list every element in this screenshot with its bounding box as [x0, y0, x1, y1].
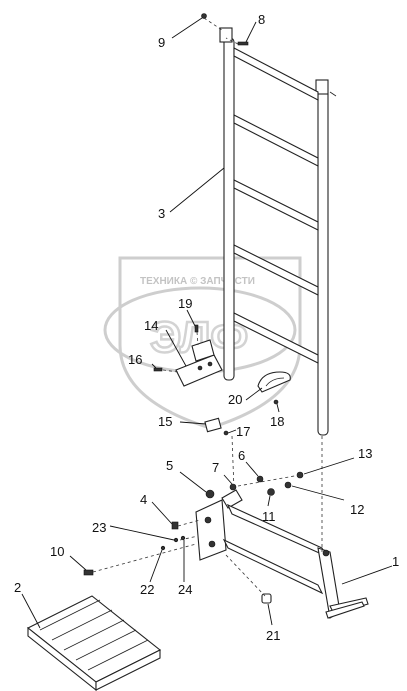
callout-19: 19	[178, 296, 192, 311]
callout-23: 23	[92, 520, 106, 535]
callout-17: 17	[236, 424, 250, 439]
plate-part-15	[204, 417, 222, 433]
bracket-part-14	[175, 339, 223, 387]
callout-21: 21	[266, 628, 280, 643]
bolt-part-16	[153, 367, 163, 372]
bolt-part-10	[83, 569, 94, 576]
callout-7: 7	[212, 460, 219, 475]
bolt-part-8	[237, 41, 249, 46]
callout-18: 18	[270, 414, 284, 429]
callout-24: 24	[178, 582, 192, 597]
bolt-part-19	[194, 324, 199, 333]
callout-13: 13	[358, 446, 372, 461]
washer-part-5	[205, 489, 215, 499]
callout-6: 6	[238, 448, 245, 463]
washer-part-12	[284, 481, 292, 489]
mount-frame-part-1	[195, 489, 369, 619]
handle-part-20	[257, 371, 291, 393]
nut-part-6	[256, 475, 264, 483]
nut-part-9	[201, 13, 207, 19]
callout-5: 5	[166, 458, 173, 473]
callout-8: 8	[258, 12, 265, 27]
pin-part-23	[173, 537, 179, 543]
fitting-part-21	[261, 593, 272, 604]
callout-15: 15	[158, 414, 172, 429]
washer-part-11	[267, 488, 275, 496]
callout-2: 2	[14, 580, 21, 595]
callout-labels: 1 2 3 4 5 6 7 8 9 10 11 12 13 14 15 16 1…	[14, 12, 399, 643]
nut-part-17	[223, 430, 229, 436]
screw-part-18	[273, 399, 279, 405]
callout-10: 10	[50, 544, 64, 559]
callout-11: 11	[262, 509, 276, 524]
callout-20: 20	[228, 392, 242, 407]
callout-3: 3	[158, 206, 165, 221]
callout-14: 14	[144, 318, 158, 333]
nut-part-7	[229, 483, 237, 491]
callout-12: 12	[350, 502, 364, 517]
ladder-part-3	[219, 27, 329, 436]
step-part-2	[26, 595, 162, 691]
callout-22: 22	[140, 582, 154, 597]
pin-part-24	[180, 535, 186, 541]
watermark-brand-text: ТЕХНИКА © ЗАПЧАСТИ	[140, 276, 255, 287]
bolt-part-4	[171, 521, 179, 530]
callout-9: 9	[158, 35, 165, 50]
callout-1: 1	[392, 554, 399, 569]
callout-4: 4	[140, 492, 147, 507]
pin-part-22	[160, 545, 166, 551]
leader-lines	[21, 17, 393, 629]
callout-16: 16	[128, 352, 142, 367]
